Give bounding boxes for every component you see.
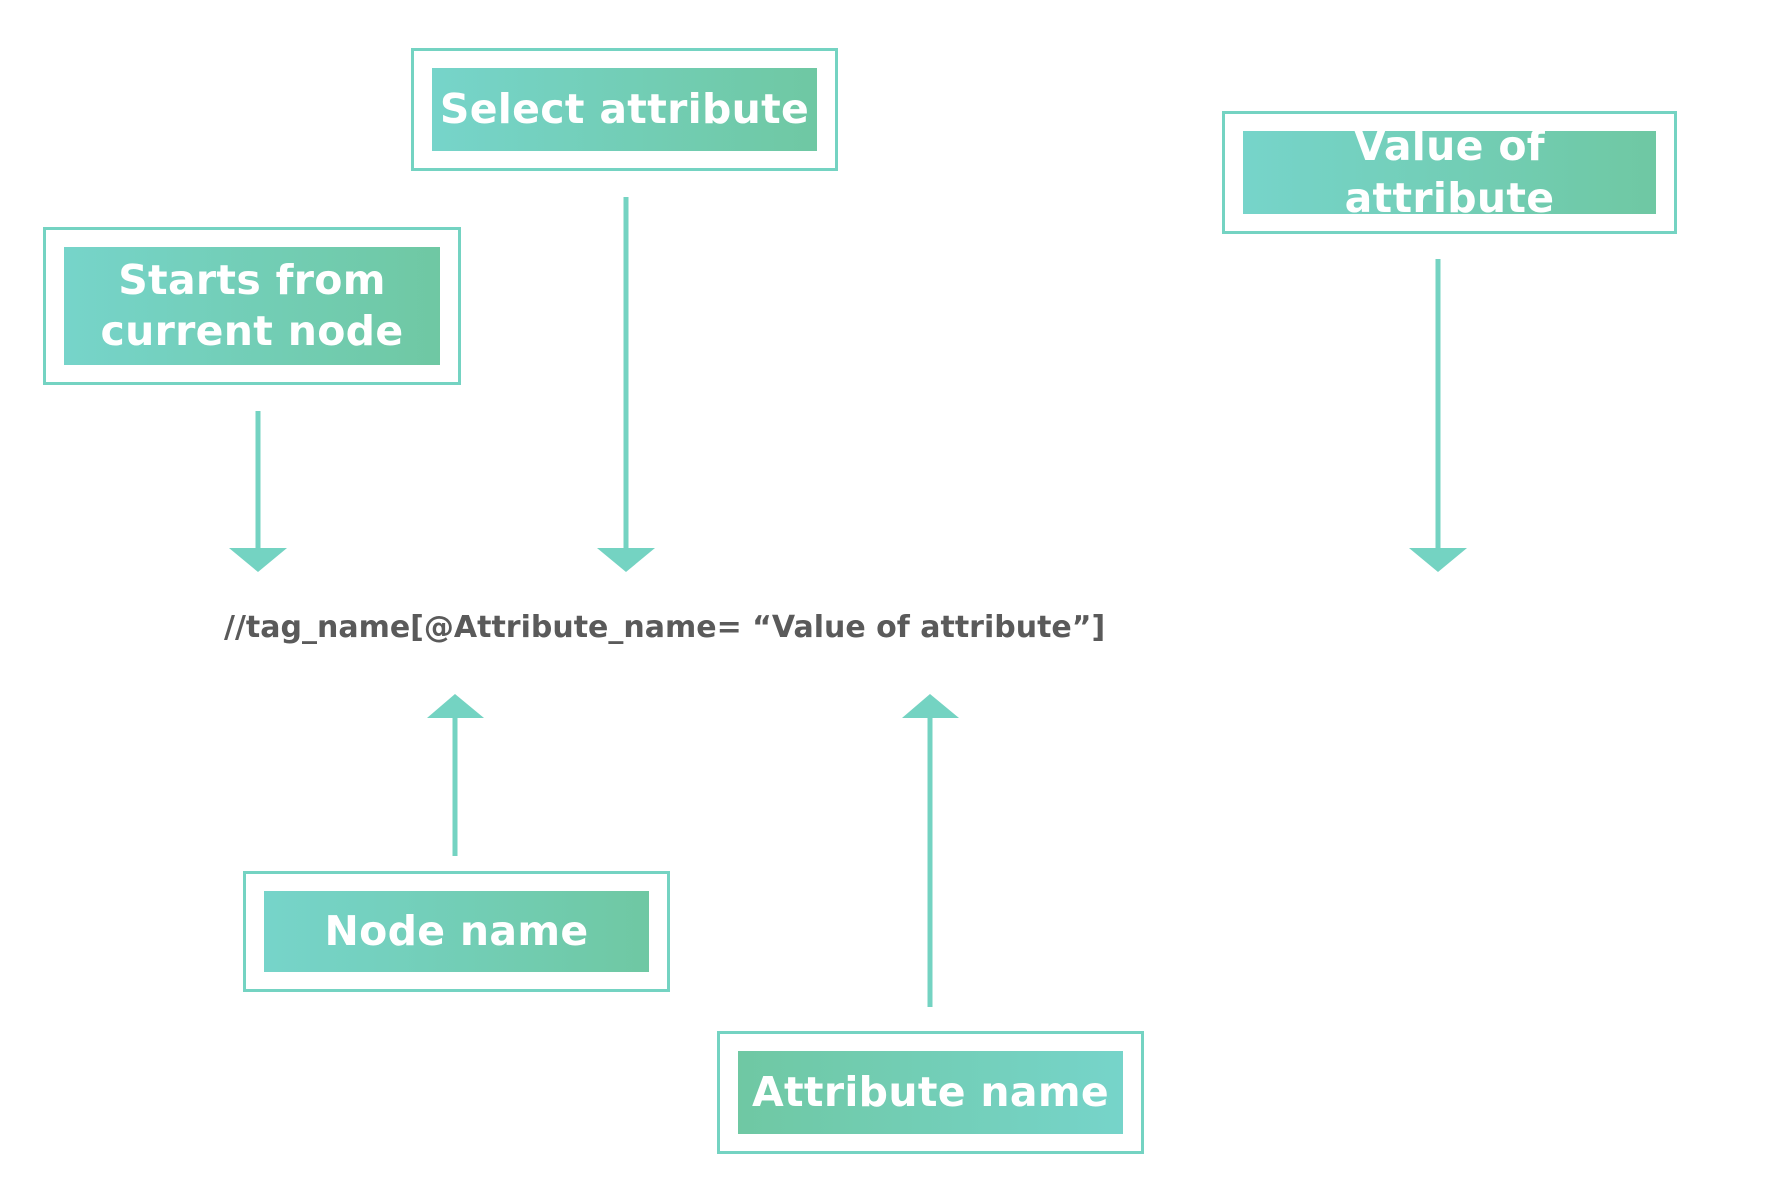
value-of-attribute-box: Value of attribute	[1222, 111, 1677, 234]
select-attribute-label: Select attribute	[432, 68, 817, 151]
starts-from-current-node-box: Starts from current node	[43, 227, 461, 385]
arrow-select-attribute-down	[597, 197, 655, 572]
arrow-value-of-attribute-down	[1409, 259, 1467, 572]
xpath-expression: //tag_name[@Attribute_name= “Value of at…	[224, 610, 1106, 645]
arrow-node-name-up	[427, 694, 484, 856]
node-name-label: Node name	[264, 891, 649, 972]
starts-from-current-node-label: Starts from current node	[64, 247, 440, 365]
node-name-box: Node name	[243, 871, 670, 992]
attribute-name-label: Attribute name	[738, 1051, 1123, 1134]
value-of-attribute-label: Value of attribute	[1243, 122, 1656, 222]
starts-from-line-1: Starts from	[118, 255, 386, 304]
arrow-attribute-name-up	[902, 694, 959, 1007]
arrow-starts-from-down	[229, 411, 287, 572]
attribute-name-box: Attribute name	[717, 1031, 1144, 1154]
select-attribute-box: Select attribute	[411, 48, 838, 171]
starts-from-line-2: current node	[100, 307, 404, 355]
